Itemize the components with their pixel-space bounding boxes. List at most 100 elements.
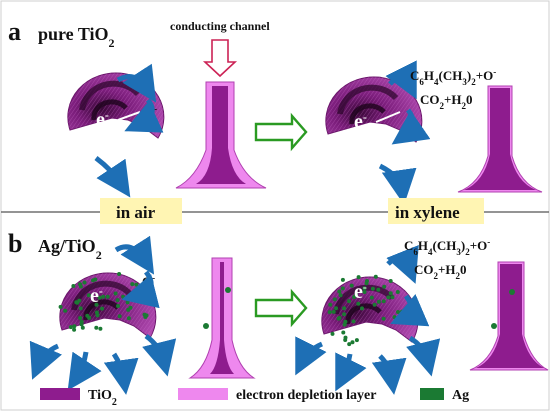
blue-curved-arrow-icon [385,60,417,100]
ag-particle [386,295,391,300]
legend-label-ag: Ag [452,388,469,403]
ag-particle [203,323,209,329]
ag-particle [97,295,102,300]
ag-particle [86,293,91,298]
ag-particle [85,313,90,318]
ag-particle [117,314,122,319]
ag-particle [334,306,338,311]
ag-particle [392,315,397,320]
ag-particle [126,307,131,312]
ag-particle [113,291,118,296]
ag-particle [356,275,361,280]
blue-curved-arrow-icon [378,163,417,205]
ag-particle [390,295,395,300]
ag-particle [381,316,386,321]
ag-particle [337,316,342,320]
ag-particle [373,274,378,279]
panel-a-title: pure TiO2 [38,24,115,50]
ag-particle [356,301,361,306]
ag-particle [365,279,369,283]
blue-curved-arrow-icon [386,244,419,284]
ag-particle [343,335,348,340]
ag-particle [376,299,381,304]
ag-particle [94,325,99,330]
blue-curved-arrow-icon [335,352,367,392]
ag-particle [71,284,76,288]
ag-particle [382,284,387,289]
ag-particle [327,310,332,315]
ag-particle [98,326,103,331]
blue-curved-arrow-icon [121,270,160,309]
ag-particle [126,316,131,321]
ag-particle [63,308,68,313]
ag-particle [396,310,400,314]
ag-particle [125,300,130,305]
panel-a-letter: a [8,17,21,46]
ag-particle [121,294,126,299]
ag-particle [395,290,400,294]
ag-particle [369,295,374,300]
ag-particle [82,280,87,285]
ag-particle [78,306,83,311]
ag-particle [78,316,83,320]
ag-particle [400,309,404,314]
ag-particle [376,287,381,292]
ag-particles-b-left [58,272,149,332]
legend-swatch-tio2 [40,388,80,400]
ag-particle [225,287,231,293]
legend-swatch-ag [420,388,444,400]
channel-a-left [175,81,267,189]
ag-particle [340,277,345,282]
ag-particle [360,306,364,311]
ag-particle [100,306,105,311]
ag-particle [491,323,497,329]
legend-swatch-depletion [178,388,228,400]
channel-b-left [188,257,256,379]
ag-particle [72,324,77,329]
ag-particle [144,313,149,318]
ag-particle [79,319,84,324]
blue-curved-arrow-icon [371,354,407,395]
ag-particle [117,272,122,276]
ag-particle [134,282,139,287]
green-transition-arrow-icon [254,112,308,152]
blue-curved-arrow-icon [142,333,177,377]
ag-particle [68,325,73,330]
in-xylene-highlight [388,198,484,224]
ag-particle [340,286,345,291]
green-transition-arrow-icon [254,288,308,328]
ag-particle [388,291,393,296]
ag-particle [74,300,79,305]
blue-curved-arrow-icon [67,351,102,391]
blue-curved-arrow-icon [390,294,430,327]
ag-particle [116,304,120,308]
ag-particle [105,294,110,299]
ag-particle [341,330,346,335]
ag-particle [388,279,393,283]
down-arrow-icon [202,39,238,78]
ag-particle [95,313,100,318]
ag-particle [115,298,120,303]
ag-particle [101,294,106,299]
ag-particle [332,297,337,302]
legend-label-depletion: electron depletion layer [236,388,377,403]
reaction-b-2: CO2+H20 [414,262,467,281]
ag-particle [337,289,342,294]
ag-particle [347,299,351,304]
ag-particle [350,340,355,345]
legend-label-tio2: TiO2 [88,388,117,408]
in-xylene-label: in xylene [395,203,460,222]
reaction-a-1: C6H4(CH3)2+O- [410,67,496,87]
ag-particle [342,322,347,327]
ag-particle [509,289,515,295]
blue-curved-arrow-icon [114,235,155,275]
ag-particle [362,286,367,291]
ag-particle [331,309,336,314]
ag-particle [130,282,135,287]
ag-particle [381,299,386,304]
ag-particle [351,319,356,324]
legend: TiO2 electron depletion layer Ag [40,388,469,408]
ag-particle [137,297,142,302]
channel-a-right [457,85,543,193]
electron-label-a-left: e- [96,108,109,131]
